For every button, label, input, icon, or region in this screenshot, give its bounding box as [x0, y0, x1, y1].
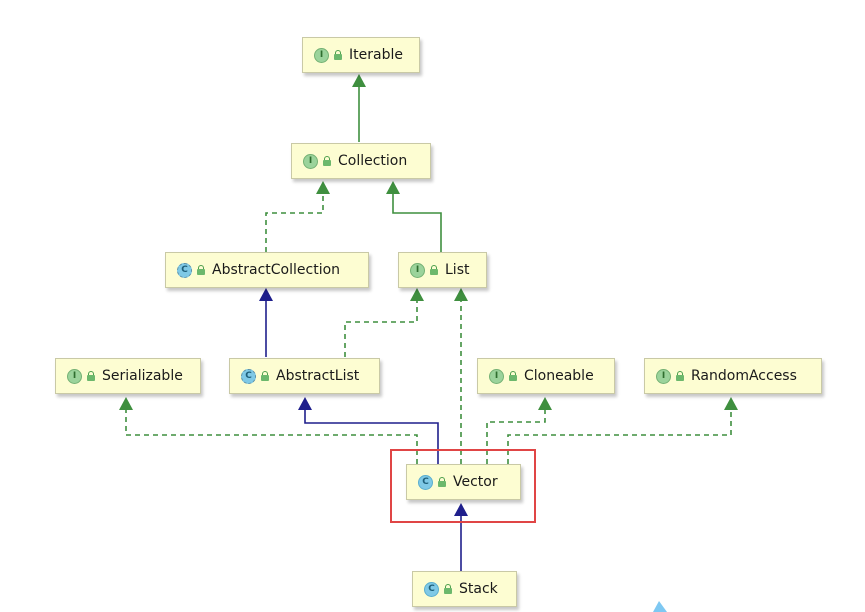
edge-abstractcollection-collection — [265, 181, 330, 252]
node-serializable[interactable]: I Serializable — [55, 358, 201, 394]
node-label: AbstractCollection — [212, 262, 341, 278]
vector-highlight-box — [390, 449, 536, 523]
edge-abstractlist-abstractcollection — [259, 288, 273, 357]
edge-vector-randomaccess — [507, 397, 738, 464]
node-label: Collection — [338, 153, 408, 169]
public-lock-icon — [323, 156, 331, 166]
class-icon: C — [418, 474, 433, 490]
public-lock-icon — [197, 265, 205, 275]
node-abstract-collection[interactable]: C AbstractCollection — [165, 252, 369, 288]
edge-vector-serializable — [119, 397, 418, 464]
cursor-fragment-icon — [653, 601, 667, 612]
interface-icon: I — [410, 262, 425, 278]
edge-abstractlist-list — [344, 288, 424, 357]
public-lock-icon — [438, 477, 446, 487]
node-collection[interactable]: I Collection — [291, 143, 431, 179]
public-lock-icon — [334, 50, 342, 60]
abstract-class-icon: C — [177, 262, 192, 278]
interface-icon: I — [314, 47, 329, 63]
node-random-access[interactable]: I RandomAccess — [644, 358, 822, 394]
node-abstract-list[interactable]: C AbstractList — [229, 358, 380, 394]
edge-stack-vector — [454, 503, 468, 571]
node-label: AbstractList — [276, 368, 360, 384]
public-lock-icon — [676, 371, 684, 381]
node-label: Vector — [453, 474, 498, 490]
node-iterable[interactable]: I Iterable — [302, 37, 420, 73]
public-lock-icon — [261, 371, 269, 381]
node-label: Stack — [459, 581, 498, 597]
interface-icon: I — [303, 153, 318, 169]
interface-icon: I — [656, 368, 671, 384]
node-label: Cloneable — [524, 368, 594, 384]
public-lock-icon — [444, 584, 452, 594]
node-label: List — [445, 262, 470, 278]
edge-vector-abstractlist — [298, 397, 439, 464]
node-label: Serializable — [102, 368, 183, 384]
node-label: RandomAccess — [691, 368, 797, 384]
edge-collection-iterable — [352, 74, 366, 142]
node-vector[interactable]: C Vector — [406, 464, 521, 500]
edge-vector-cloneable — [486, 397, 552, 464]
interface-icon: I — [489, 368, 504, 384]
edge-list-collection — [386, 181, 442, 252]
node-list[interactable]: I List — [398, 252, 487, 288]
edge-vector-list — [454, 288, 468, 464]
abstract-class-icon: C — [241, 368, 256, 384]
public-lock-icon — [430, 265, 438, 275]
class-icon: C — [424, 581, 439, 597]
public-lock-icon — [509, 371, 517, 381]
node-cloneable[interactable]: I Cloneable — [477, 358, 615, 394]
node-label: Iterable — [349, 47, 403, 63]
interface-icon: I — [67, 368, 82, 384]
node-stack[interactable]: C Stack — [412, 571, 517, 607]
public-lock-icon — [87, 371, 95, 381]
